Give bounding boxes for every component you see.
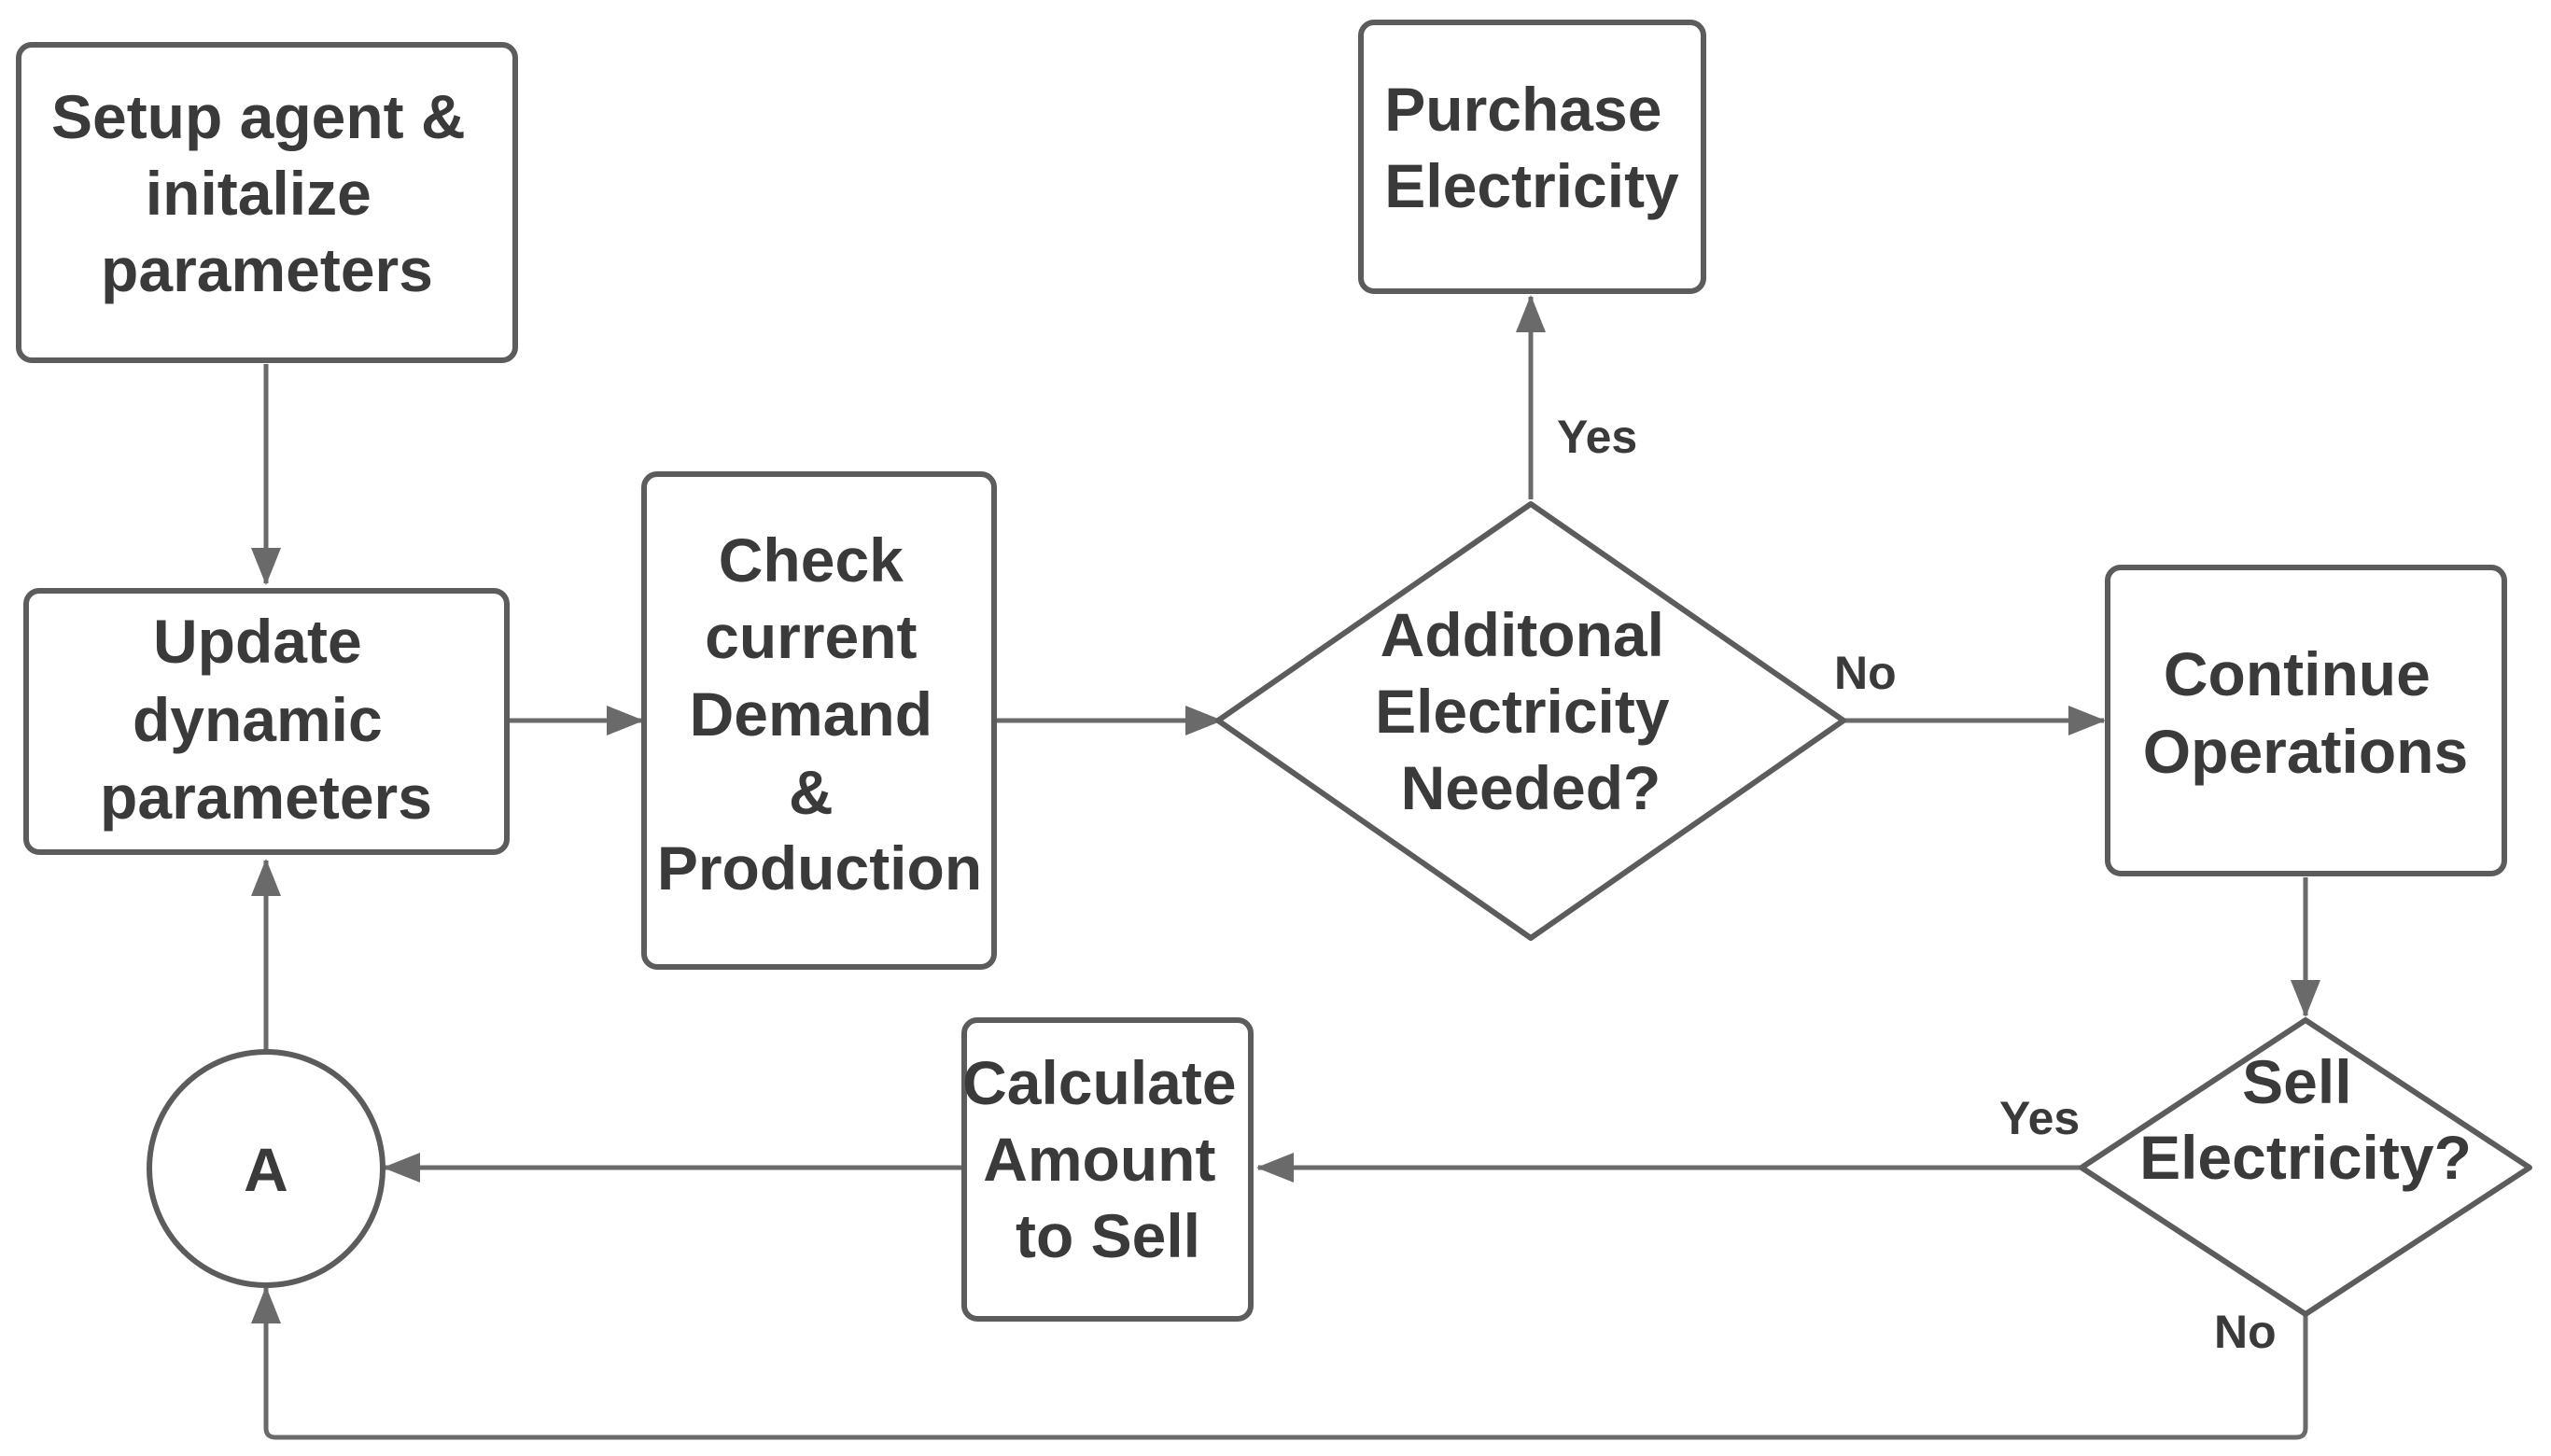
node-calculate-label: Calculate Amount to Sell [962, 1048, 1254, 1270]
node-check-line-1: Check [719, 525, 904, 595]
node-setup[interactable]: Setup agent & initalize parameters [16, 42, 518, 363]
label-additional-yes: Yes [1557, 411, 1637, 463]
node-check[interactable]: Check current Demand & Production [641, 471, 997, 970]
node-update-label: Update dynamic parameters [100, 607, 432, 832]
edges [251, 295, 2320, 1440]
node-decision-additional-line-1: Additonal [1381, 600, 1664, 669]
node-update[interactable]: Update dynamic parameters [23, 588, 510, 855]
edge-labels: Yes No Yes No [1557, 411, 2277, 1358]
node-check-line-2: current [705, 602, 917, 671]
node-decision-additional-line-3: Needed? [1401, 753, 1661, 822]
node-calculate-line-3: to Sell [1016, 1201, 1200, 1270]
node-decision-sell[interactable]: Sell Electricity? [2079, 1017, 2532, 1317]
node-continue-line-1: Continue [2164, 639, 2431, 708]
node-check-label: Check current Demand & Production [657, 525, 982, 903]
node-continue-label: Continue Operations [2143, 639, 2468, 786]
node-decision-sell-line-2: Electricity? [2139, 1123, 2472, 1192]
node-calculate-line-1: Calculate [962, 1048, 1236, 1117]
node-decision-sell-line-1: Sell [2242, 1047, 2351, 1116]
node-setup-label: Setup agent & initalize parameters [51, 82, 483, 304]
node-calculate-line-2: Amount [983, 1125, 1215, 1194]
node-continue[interactable]: Continue Operations [2105, 565, 2507, 876]
node-calculate[interactable]: Calculate Amount to Sell [961, 1017, 1254, 1322]
node-purchase-line-2: Electricity [1384, 151, 1679, 220]
node-purchase[interactable]: Purchase Electricity [1358, 20, 1706, 294]
node-connector-a-label: A [244, 1135, 288, 1204]
node-update-line-2: dynamic [133, 685, 383, 754]
node-decision-additional[interactable]: Additonal Electricity Needed? [1215, 501, 1846, 941]
node-check-line-3: Demand [690, 679, 932, 749]
node-continue-line-2: Operations [2143, 717, 2468, 786]
node-decision-additional-line-2: Electricity [1375, 677, 1670, 746]
label-sell-no: No [2214, 1306, 2277, 1358]
node-check-line-4: & [789, 758, 834, 827]
node-setup-line-1: Setup agent & [51, 82, 466, 151]
node-update-line-1: Update [153, 607, 362, 676]
label-additional-no: No [1834, 647, 1897, 699]
node-purchase-line-1: Purchase [1384, 75, 1661, 144]
label-sell-yes: Yes [1999, 1092, 2080, 1144]
node-connector-a[interactable]: A [147, 1049, 385, 1288]
node-decision-sell-label: Sell Electricity? [2139, 1047, 2472, 1192]
node-check-line-5: Production [657, 833, 982, 903]
node-decision-additional-label: Additonal Electricity Needed? [1375, 600, 1687, 822]
node-purchase-label: Purchase Electricity [1384, 75, 1679, 220]
node-setup-line-2: initalize [146, 159, 371, 228]
node-update-line-3: parameters [100, 763, 432, 832]
node-setup-line-3: parameters [101, 235, 433, 304]
edge-sell-no-loop [251, 1286, 2308, 1440]
